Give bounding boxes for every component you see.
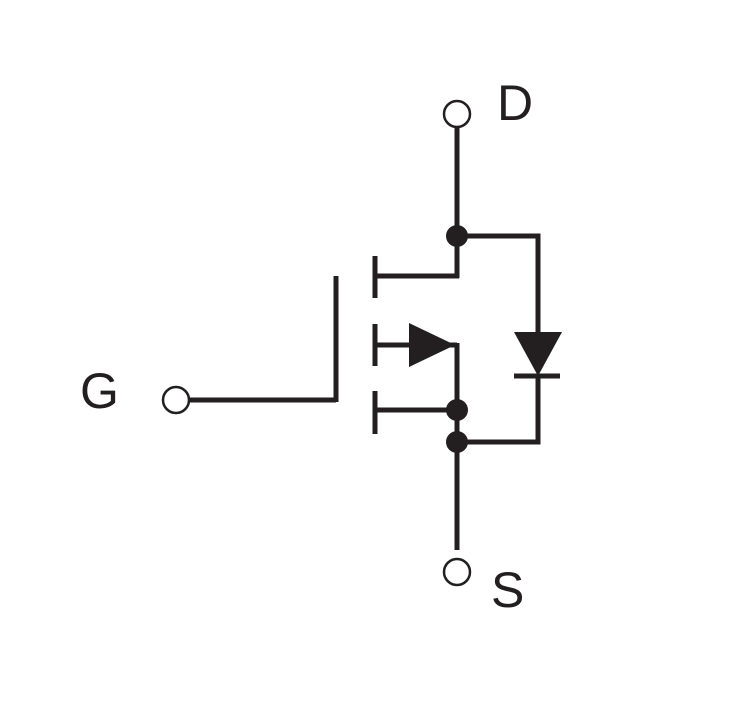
gate-terminal	[161, 385, 191, 415]
body-connection	[375, 323, 460, 411]
body-diode	[457, 233, 562, 445]
gate-label: G	[80, 363, 119, 419]
junction-dots	[446, 225, 468, 453]
junction-dot	[446, 225, 468, 247]
source-label: S	[491, 562, 524, 618]
gate-lead	[189, 276, 339, 403]
source-terminal	[442, 557, 472, 587]
junction-dot	[446, 431, 468, 453]
drain-terminal	[442, 99, 472, 129]
diode-triangle	[514, 332, 562, 376]
source-lead	[375, 407, 460, 550]
drain-lead	[375, 127, 460, 279]
junction-dot	[446, 399, 468, 421]
drain-label: D	[497, 75, 533, 131]
body-arrow	[409, 323, 455, 367]
